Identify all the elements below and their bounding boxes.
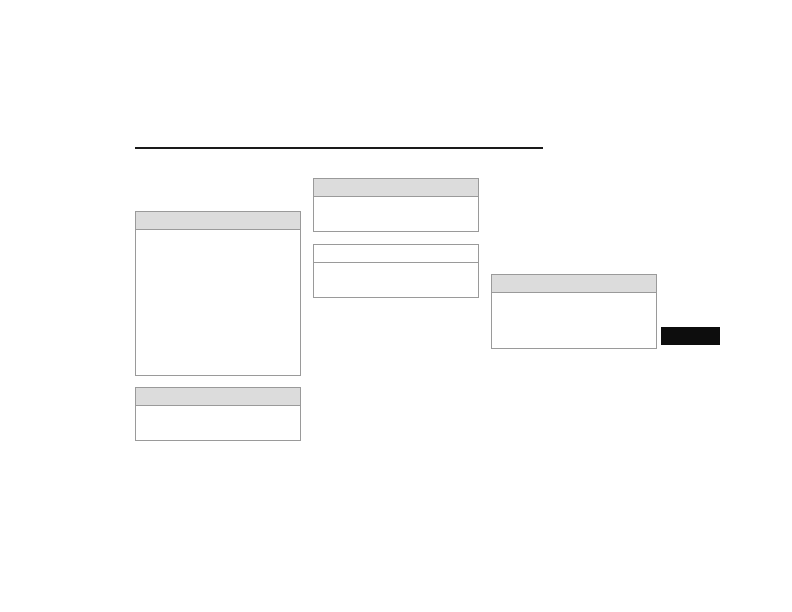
- info-box-5: [491, 274, 657, 349]
- info-box-2-header: [136, 388, 300, 406]
- info-box-4: [313, 244, 479, 298]
- info-box-3-header: [314, 179, 478, 197]
- info-box-3: [313, 178, 479, 232]
- info-box-2: [135, 387, 301, 441]
- info-box-5-header: [492, 275, 656, 293]
- header-rule: [135, 147, 543, 149]
- info-box-1-header: [136, 212, 300, 230]
- info-box-4-header: [314, 245, 478, 263]
- section-tab: [661, 327, 720, 345]
- info-box-1: [135, 211, 301, 376]
